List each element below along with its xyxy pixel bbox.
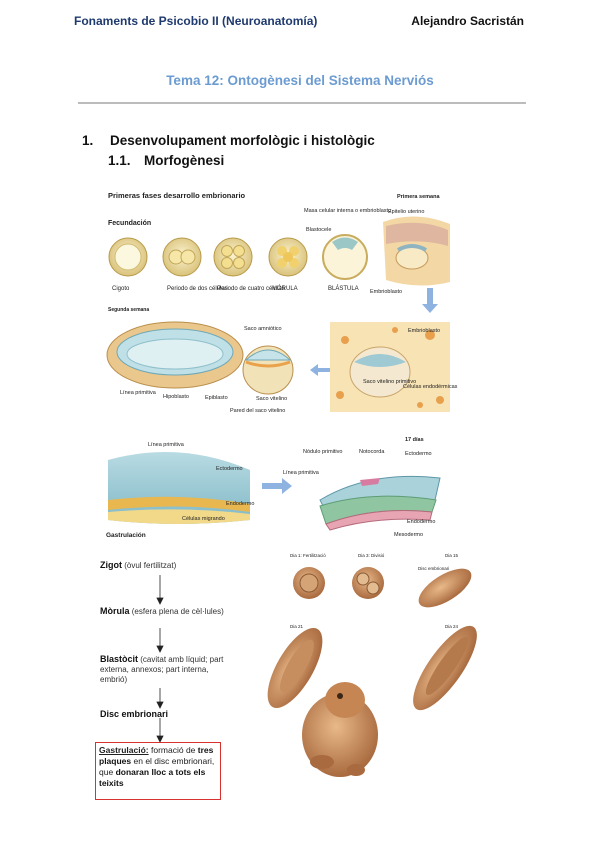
svg-text:Epiblasto: Epiblasto: [205, 395, 228, 401]
fecundacion-label: Fecundación: [108, 220, 151, 227]
svg-text:Masa celular interna o embriob: Masa celular interna o embrioblasto: [304, 208, 391, 214]
svg-text:Dia 1: Fertilització: Dia 1: Fertilització: [290, 553, 326, 558]
cigoto-cell: [108, 237, 148, 277]
svg-text:Saco vitelino: Saco vitelino: [256, 396, 287, 402]
fetus-photo: [302, 682, 378, 777]
svg-text:Gastrulación: Gastrulación: [106, 532, 146, 539]
day24-photo: [413, 625, 477, 711]
amniotic-sac-section: [242, 345, 294, 395]
svg-text:Endodermo: Endodermo: [226, 501, 254, 507]
title-divider: [78, 102, 526, 104]
svg-text:Primera semana: Primera semana: [397, 194, 440, 200]
svg-text:Ectodermo: Ectodermo: [216, 466, 243, 472]
svg-text:Hipoblasto: Hipoblasto: [163, 394, 189, 400]
svg-text:Mesodermo: Mesodermo: [394, 532, 423, 538]
division-photo: [352, 567, 384, 599]
svg-text:Embrioblasto: Embrioblasto: [370, 289, 402, 295]
svg-text:Células endodérmicas: Células endodérmicas: [403, 384, 458, 390]
section-heading: 1.Desenvolupament morfològic i histològi…: [82, 133, 375, 148]
svg-text:Blastocele: Blastocele: [306, 227, 331, 233]
svg-text:Dia 24: Dia 24: [445, 624, 459, 629]
flow-disc: Disc embrionari: [100, 709, 169, 719]
svg-text:Línea primitiva: Línea primitiva: [283, 470, 320, 476]
svg-text:Endodermo: Endodermo: [407, 519, 435, 525]
svg-text:17 días: 17 días: [405, 437, 424, 443]
morula-cell: [268, 237, 308, 277]
svg-text:Disc embrionari: Disc embrionari: [418, 566, 449, 571]
day21-photo: [267, 628, 323, 708]
blastula-cell: [322, 234, 368, 280]
two-cell-stage: [162, 237, 202, 277]
four-cell-stage: [213, 237, 253, 277]
svg-text:Células migrando: Células migrando: [182, 516, 225, 522]
arrow-down: [422, 288, 438, 313]
flow-blastocit: Blastòcit (cavitat amb líquid; part exte…: [100, 654, 224, 684]
implanted-blastocyst: [330, 322, 450, 412]
subsection-heading: 1.1.Morfogènesi: [108, 153, 225, 168]
day15-photo: [418, 568, 472, 608]
flow-arrows: [156, 575, 164, 743]
svg-text:Ectodermo: Ectodermo: [405, 451, 432, 457]
header-author: Alejandro Sacristán: [411, 14, 524, 28]
svg-text:Nódulo primitivo: Nódulo primitivo: [303, 449, 342, 455]
header-course: Fonaments de Psicobio II (Neuroanatomía): [74, 14, 318, 28]
svg-text:Línea primitiva: Línea primitiva: [120, 390, 157, 396]
svg-text:Periodo de cuatro células: Periodo de cuatro células: [217, 286, 285, 292]
svg-text:Pared del saco vitelino: Pared del saco vitelino: [230, 408, 285, 414]
second-week-disc: [106, 321, 244, 389]
svg-text:Saco vitelino primitivo: Saco vitelino primitivo: [363, 379, 416, 385]
svg-text:Dia 3: Divisió: Dia 3: Divisió: [358, 553, 385, 558]
trilaminar-disc: [319, 475, 441, 531]
gastrulation-box: Gastrulació: formació de tres plaques en…: [95, 742, 221, 800]
gastrulation-section: [108, 452, 250, 524]
arrow-right: [262, 478, 292, 494]
svg-text:Dia 15: Dia 15: [445, 553, 459, 558]
flow-morula: Mòrula (esfera plena de cèl·lules): [100, 606, 224, 616]
svg-text:Periodo de dos células: Periodo de dos células: [167, 286, 228, 292]
svg-text:Embrioblasto: Embrioblasto: [408, 328, 440, 334]
svg-text:Cigoto: Cigoto: [112, 286, 130, 292]
svg-text:Notocorda: Notocorda: [359, 449, 385, 455]
svg-text:Saco amniótico: Saco amniótico: [244, 326, 282, 332]
svg-text:BLÁSTULA: BLÁSTULA: [328, 285, 359, 292]
arrow-left: [310, 364, 330, 376]
flow-zigot: Zigot (òvul fertilitzat): [100, 560, 177, 570]
implantation-image: [383, 216, 450, 286]
svg-text:Segunda semana: Segunda semana: [108, 307, 149, 313]
svg-text:MÓRULA: MÓRULA: [272, 285, 298, 292]
fertilization-photo: [293, 567, 325, 599]
svg-text:Epitelio uterino: Epitelio uterino: [388, 209, 424, 215]
svg-text:Línea primitiva: Línea primitiva: [148, 442, 185, 448]
svg-text:Dia 21: Dia 21: [290, 624, 304, 629]
page-title: Tema 12: Ontogènesi del Sistema Nerviós: [166, 73, 434, 88]
figure-heading: Primeras fases desarrollo embrionario: [108, 191, 246, 200]
